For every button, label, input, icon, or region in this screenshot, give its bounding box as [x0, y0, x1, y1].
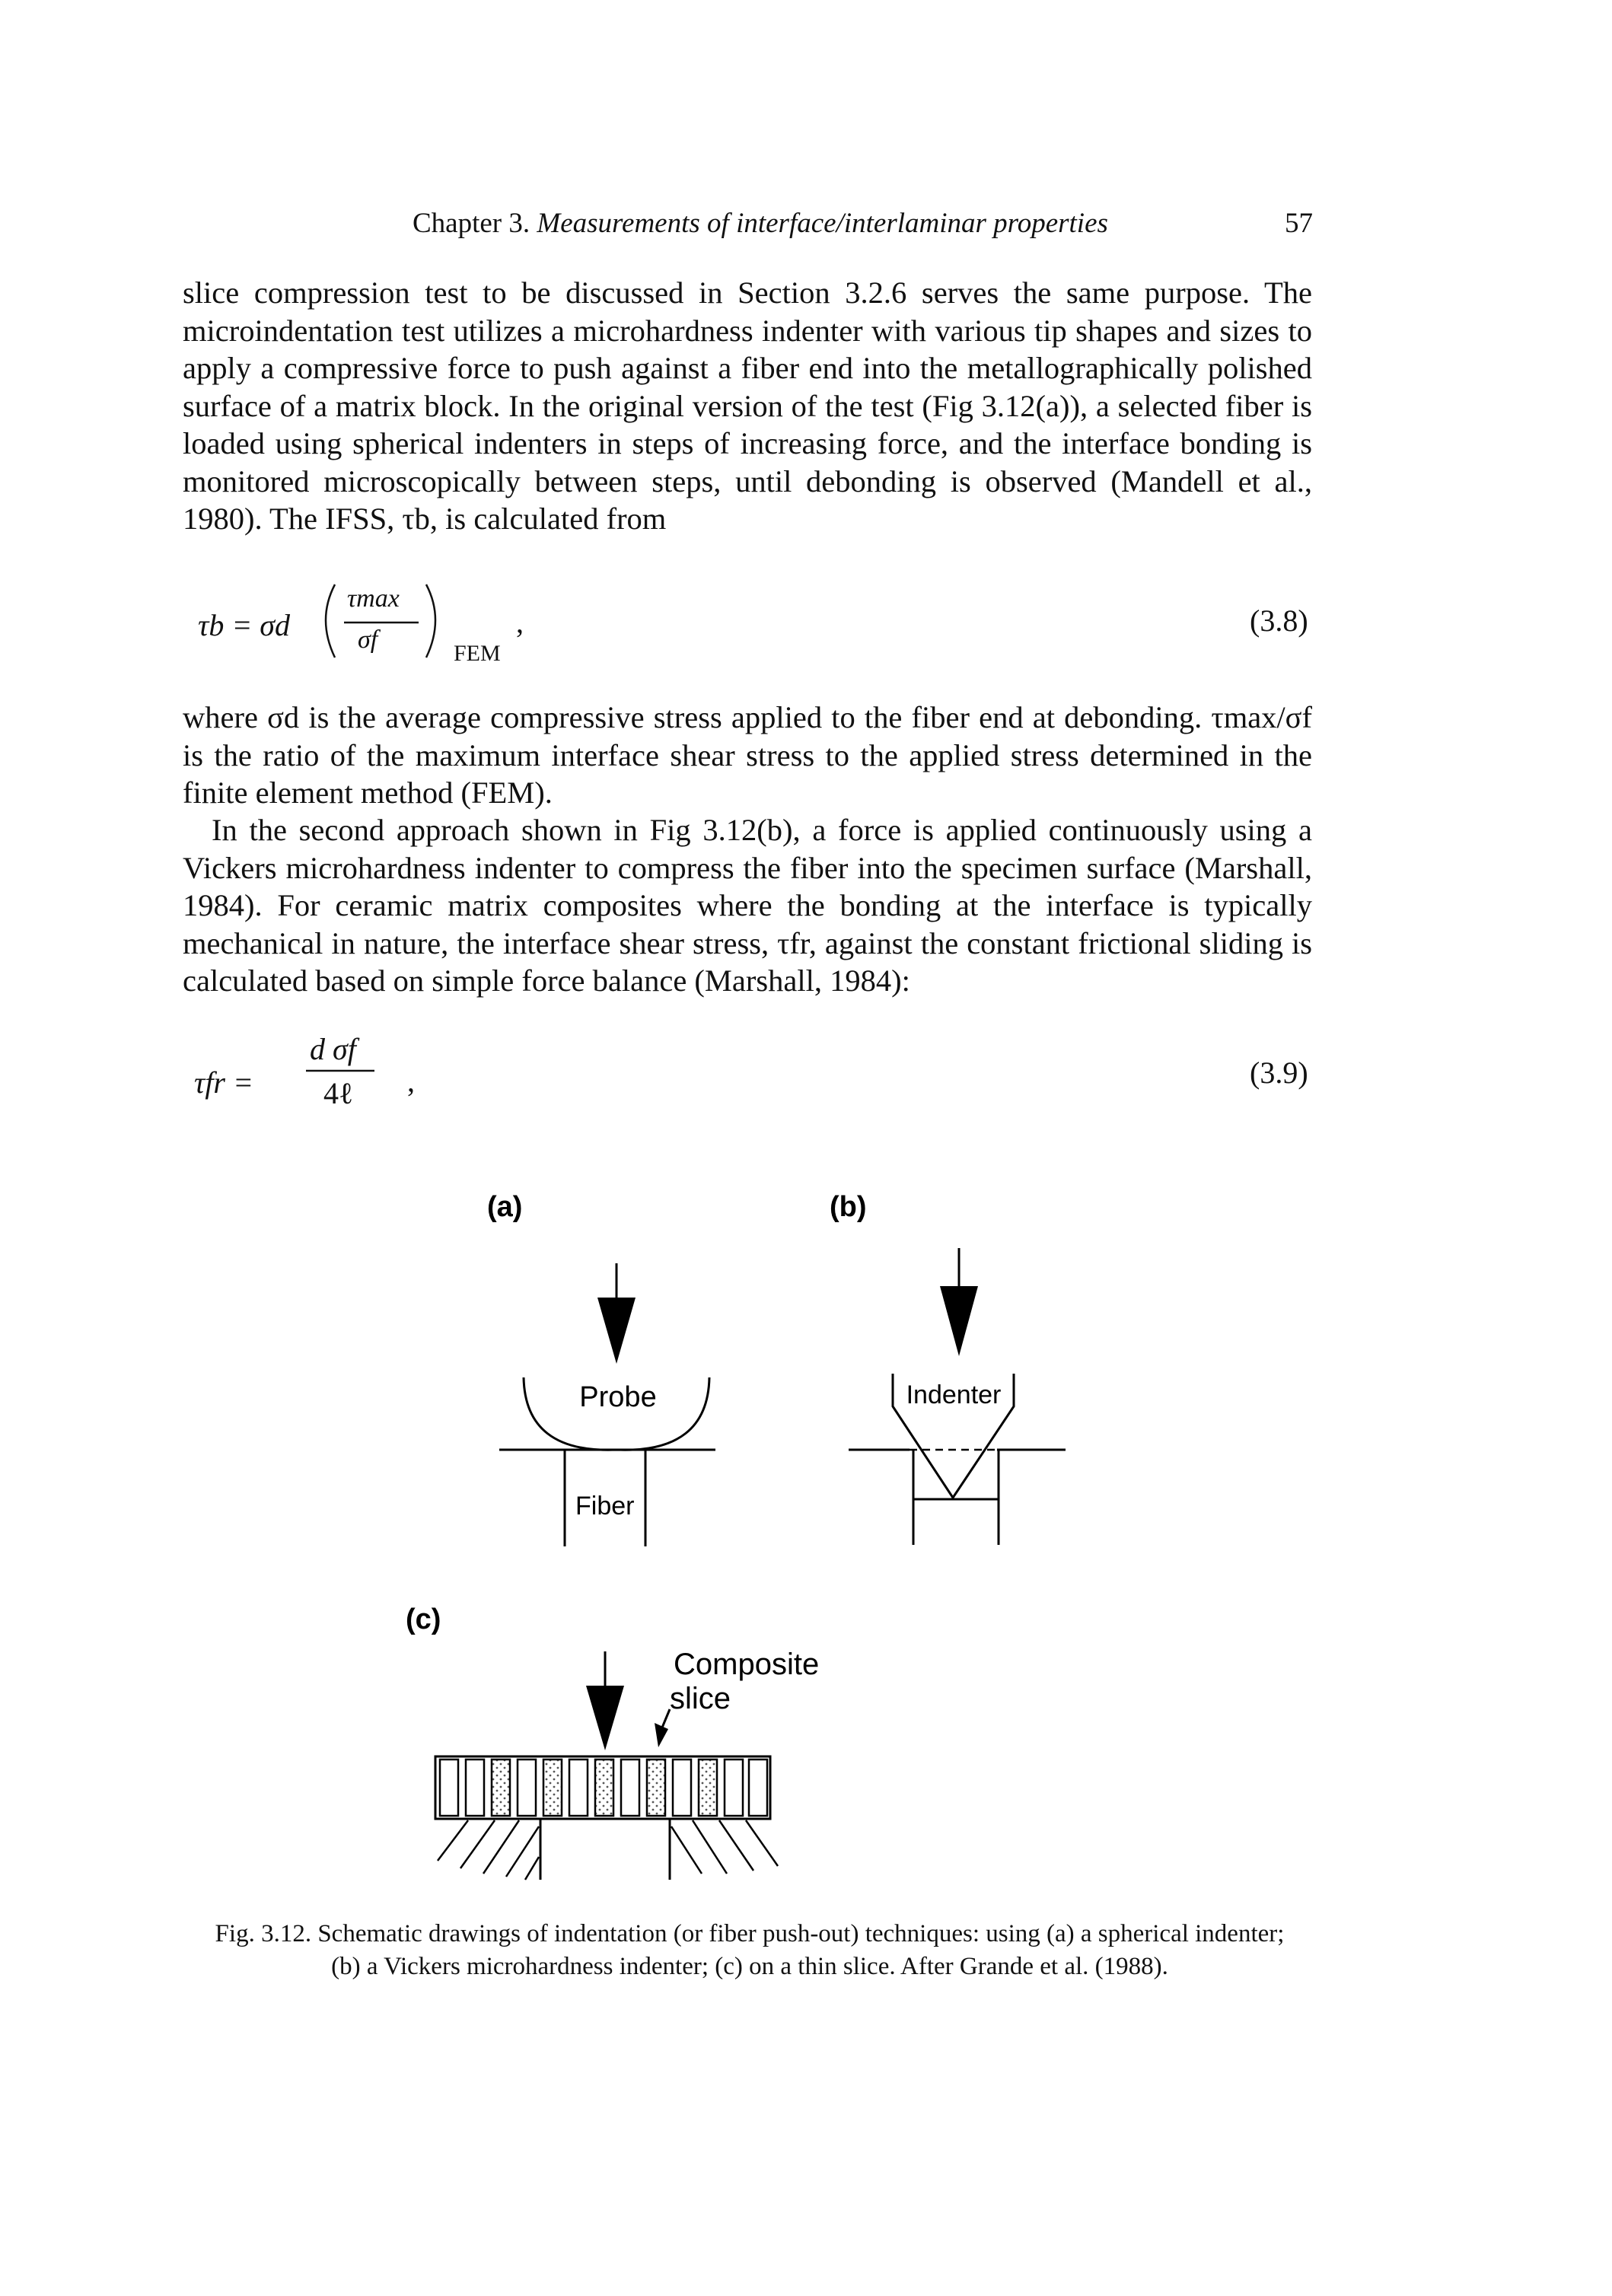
panel-a-label: (a) [487, 1191, 522, 1223]
eq38-subscript: FEM [454, 641, 501, 666]
eq38-numerator: τmax [347, 584, 400, 613]
panel-b-down-arrow [940, 1248, 978, 1356]
paragraph-3: In the second approach shown in Fig 3.12… [183, 813, 1312, 998]
composite-label-line2: slice [670, 1682, 731, 1715]
panel-b-label: (b) [830, 1191, 867, 1223]
eq39-comma: , [407, 1064, 415, 1098]
eq38-comma: , [516, 605, 524, 639]
panel-c-thin-slice: (c) Composite slice [406, 1603, 819, 1880]
probe-label: Probe [579, 1381, 656, 1413]
eq39-fraction-bar [306, 1069, 374, 1072]
panel-a-spherical-indenter: (a) Probe Fiber [487, 1191, 715, 1546]
slice-pointer-arrow [655, 1708, 671, 1747]
eq38-parentheses [324, 584, 437, 658]
fiber-label: Fiber [575, 1492, 634, 1521]
left-support [437, 1819, 542, 1880]
caption-line-1: Fig. 3.12. Schematic drawings of indenta… [215, 1920, 1285, 1947]
page-number: 57 [1285, 208, 1313, 239]
equation-3-8: τb = σd τmax σf FEM , [198, 578, 548, 670]
paragraph-1: slice compression test to be discussed i… [183, 275, 1312, 536]
equation-3-9: τfr = d σf 4ℓ , [194, 1031, 438, 1123]
paragraph-2: where σd is the average compressive stre… [183, 700, 1312, 810]
chapter-title: Measurements of interface/interlaminar p… [537, 208, 1108, 239]
equation-3-9-number: (3.9) [1250, 1056, 1308, 1090]
eq38-lhs: τb = σd [198, 608, 291, 642]
equation-3-8-number: (3.8) [1250, 603, 1308, 638]
eq39-numerator: d σf [310, 1032, 356, 1066]
vickers-indenter [891, 1374, 1015, 1500]
panel-a-down-arrow [597, 1263, 636, 1364]
caption-line-2: (b) a Vickers microhardness indenter; (c… [331, 1953, 1168, 1980]
panel-b-vickers-indenter: (b) Indenter [830, 1191, 1066, 1545]
composite-label-line1: Composite [674, 1648, 819, 1681]
composite-slice [434, 1755, 772, 1820]
indenter-label: Indenter [906, 1380, 1002, 1409]
figure-caption: Fig. 3.12. Schematic drawings of indenta… [187, 1918, 1312, 1983]
eq38-denominator: σf [358, 626, 378, 654]
chapter-number: Chapter 3. [413, 208, 530, 239]
chapter-heading: Chapter 3. Measurements of interface/int… [413, 207, 1108, 240]
slice-fibers [438, 1758, 769, 1817]
panel-c-label: (c) [406, 1603, 441, 1635]
right-support [668, 1819, 779, 1880]
eq39-lhs: τfr = [194, 1065, 253, 1100]
panel-c-down-arrow [586, 1651, 624, 1750]
eq39-denominator: 4ℓ [323, 1076, 354, 1110]
